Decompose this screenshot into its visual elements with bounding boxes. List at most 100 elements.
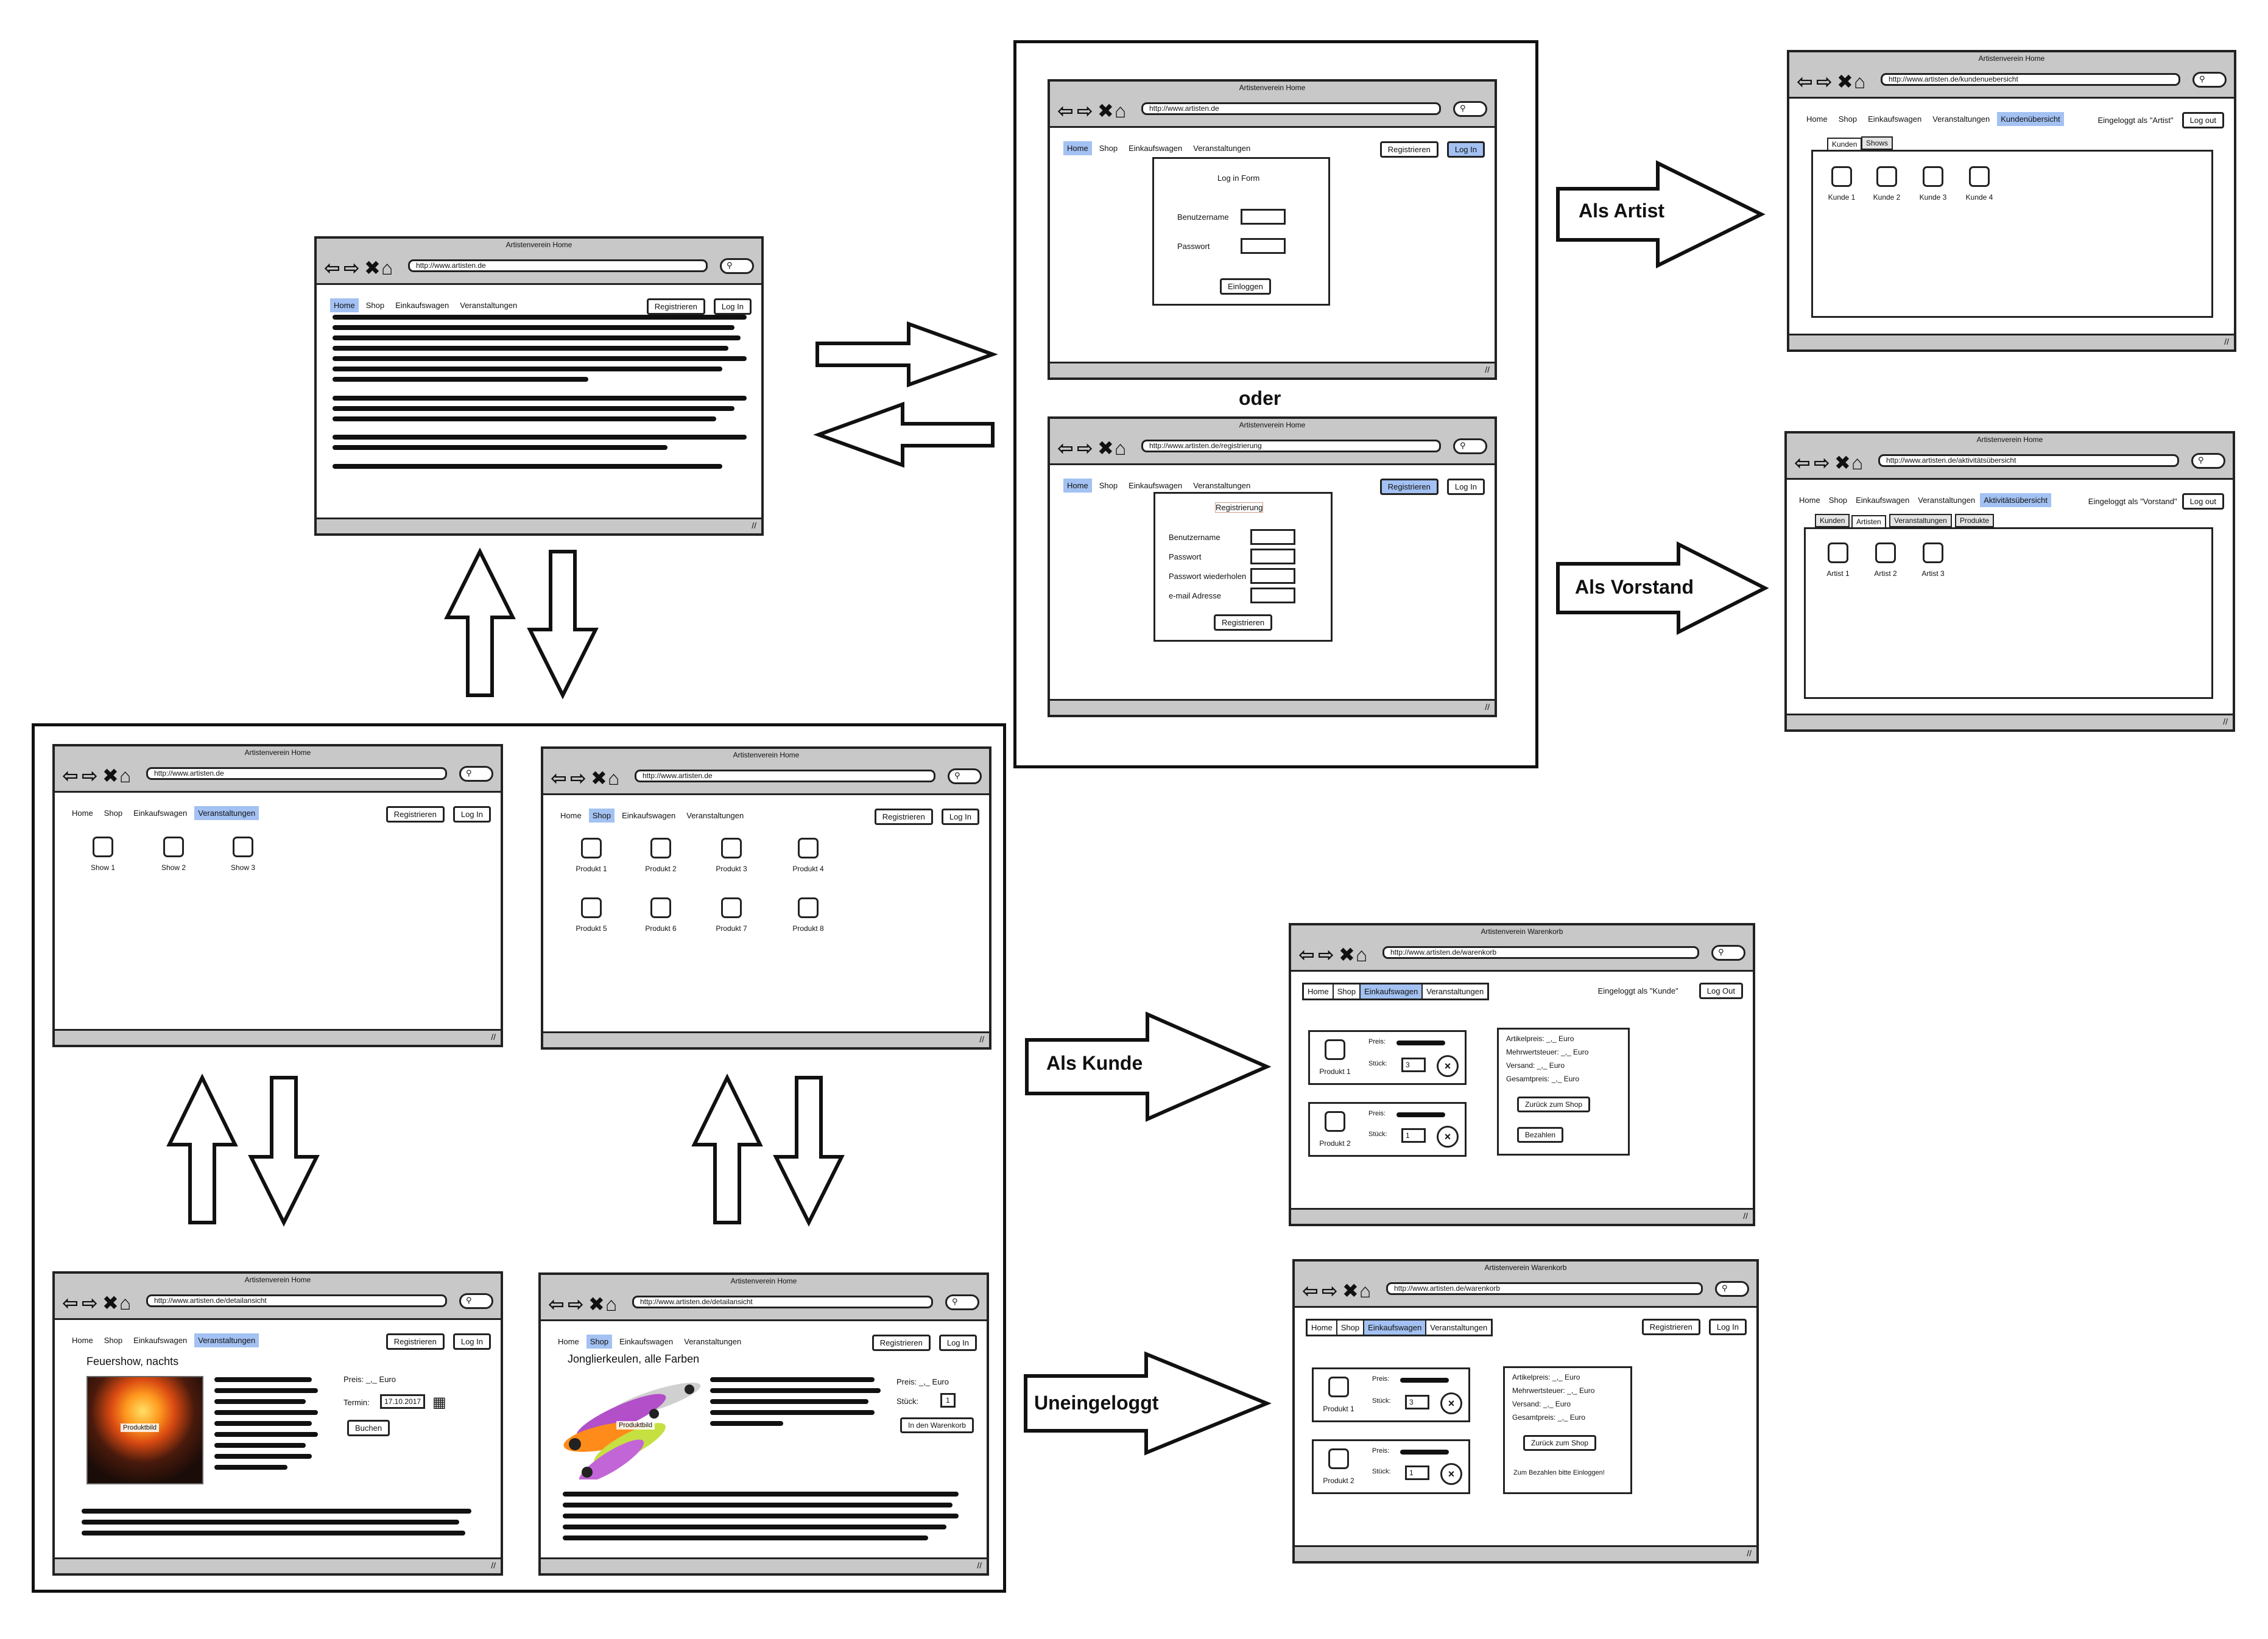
menu-activity-overview[interactable]: Aktivitätsübersicht xyxy=(1980,493,2051,507)
login-button[interactable]: Log In xyxy=(939,1335,977,1351)
calendar-icon[interactable]: ▦ xyxy=(432,1394,446,1411)
password-field[interactable] xyxy=(1241,238,1286,254)
home-icon[interactable]: ⌂ xyxy=(1851,452,1864,474)
forward-icon[interactable]: ⇨ xyxy=(1322,1280,1338,1302)
menu-home[interactable]: Home xyxy=(72,1336,93,1345)
close-icon[interactable]: ✖ xyxy=(364,257,381,279)
artist-icon[interactable] xyxy=(1828,542,1848,563)
home-icon[interactable]: ⌂ xyxy=(605,1293,618,1315)
address-bar[interactable]: http://www.artisten.de/warenkorb xyxy=(1382,946,1699,959)
register-button[interactable]: Registrieren xyxy=(872,1335,931,1351)
add-to-cart-button[interactable]: In den Warenkorb xyxy=(900,1417,974,1433)
register-button[interactable]: Registrieren xyxy=(874,809,933,825)
qty-spinner[interactable]: 1 xyxy=(1401,1128,1426,1143)
address-bar[interactable]: http://www.artisten.de/warenkorb xyxy=(1386,1282,1703,1295)
home-icon[interactable]: ⌂ xyxy=(1356,944,1368,966)
menu-shop[interactable]: Shop xyxy=(1334,984,1361,998)
register-button[interactable]: Registrieren xyxy=(386,1333,445,1350)
forward-icon[interactable]: ⇨ xyxy=(1318,944,1334,966)
back-icon[interactable]: ⇦ xyxy=(1302,1280,1319,1302)
search-icon[interactable]: ⚲ xyxy=(1711,945,1745,961)
menu-home[interactable]: Home xyxy=(1304,984,1334,998)
qty-spinner[interactable]: 3 xyxy=(1405,1395,1429,1409)
tab-customers[interactable]: Kunden xyxy=(1815,514,1850,527)
search-icon[interactable]: ⚲ xyxy=(720,258,754,274)
close-icon[interactable]: ✖ xyxy=(1834,452,1851,474)
menu-shop[interactable]: Shop xyxy=(1337,1321,1365,1335)
home-icon[interactable]: ⌂ xyxy=(1115,437,1127,459)
search-icon[interactable]: ⚲ xyxy=(2192,72,2227,88)
menu-shop[interactable]: Shop xyxy=(588,809,615,823)
email-field[interactable] xyxy=(1250,588,1295,603)
menu-home[interactable]: Home xyxy=(1799,496,1820,505)
search-icon[interactable]: ⚲ xyxy=(459,766,493,782)
remove-icon[interactable]: × xyxy=(1437,1126,1459,1148)
tab-artists[interactable]: Artisten xyxy=(1851,515,1886,528)
login-button[interactable]: Log In xyxy=(1446,479,1485,495)
remove-icon[interactable]: × xyxy=(1440,1463,1462,1485)
address-bar[interactable]: http://www.artisten.de/aktivitätsübersic… xyxy=(1878,454,2179,467)
menu-home[interactable]: Home xyxy=(558,1337,579,1346)
address-bar[interactable]: http://www.artisten.de xyxy=(408,259,708,272)
menu-events[interactable]: Veranstaltungen xyxy=(1426,987,1484,996)
forward-icon[interactable]: ⇨ xyxy=(1814,452,1830,474)
product-icon[interactable] xyxy=(721,838,742,858)
logout-button[interactable]: Log Out xyxy=(1699,983,1743,999)
menu-cart[interactable]: Einkaufswagen xyxy=(1856,496,1910,505)
forward-icon[interactable]: ⇨ xyxy=(343,257,360,279)
forward-icon[interactable]: ⇨ xyxy=(1077,437,1093,459)
menu-events[interactable]: Veranstaltungen xyxy=(1430,1323,1488,1332)
search-icon[interactable]: ⚲ xyxy=(1453,101,1487,117)
back-to-shop-button[interactable]: Zurück zum Shop xyxy=(1523,1435,1597,1451)
qty-field[interactable]: 1 xyxy=(940,1393,956,1408)
address-bar[interactable]: http://www.artisten.de/detailansicht xyxy=(632,1296,933,1308)
password-field[interactable] xyxy=(1250,549,1295,564)
forward-icon[interactable]: ⇨ xyxy=(568,1293,584,1315)
menu-events[interactable]: Veranstaltungen xyxy=(1193,481,1251,490)
back-icon[interactable]: ⇦ xyxy=(1057,100,1074,122)
product-icon[interactable] xyxy=(581,838,602,858)
tab-customers[interactable]: Kunden xyxy=(1827,138,1862,151)
address-bar[interactable]: http://www.artisten.de xyxy=(146,767,447,780)
menu-shop[interactable]: Shop xyxy=(104,1336,123,1345)
forward-icon[interactable]: ⇨ xyxy=(82,765,98,787)
menu-cart[interactable]: Einkaufswagen xyxy=(1129,144,1183,153)
product-icon[interactable] xyxy=(721,897,742,918)
home-icon[interactable]: ⌂ xyxy=(119,765,132,787)
close-icon[interactable]: ✖ xyxy=(1342,1280,1359,1302)
close-icon[interactable]: ✖ xyxy=(102,765,119,787)
menu-events[interactable]: Veranstaltungen xyxy=(686,811,744,820)
back-icon[interactable]: ⇦ xyxy=(1794,452,1811,474)
login-button[interactable]: Log In xyxy=(1708,1319,1747,1335)
login-button[interactable]: Log In xyxy=(453,1333,491,1350)
menu-shop[interactable]: Shop xyxy=(365,301,385,310)
password-repeat-field[interactable] xyxy=(1250,568,1295,584)
close-icon[interactable]: ✖ xyxy=(1837,71,1853,93)
search-icon[interactable]: ⚲ xyxy=(1715,1281,1749,1297)
menu-cart[interactable]: Einkaufswagen xyxy=(1361,984,1423,998)
menu-cart[interactable]: Einkaufswagen xyxy=(622,811,676,820)
register-button[interactable]: Registrieren xyxy=(386,806,445,823)
tab-products[interactable]: Produkte xyxy=(1955,514,1995,527)
remove-icon[interactable]: × xyxy=(1440,1392,1462,1414)
menu-cart[interactable]: Einkaufswagen xyxy=(133,1336,188,1345)
back-to-shop-button[interactable]: Zurück zum Shop xyxy=(1517,1097,1591,1112)
search-icon[interactable]: ⚲ xyxy=(948,768,982,784)
menu-shop[interactable]: Shop xyxy=(586,1335,613,1349)
menu-events[interactable]: Veranstaltungen xyxy=(194,806,259,820)
back-icon[interactable]: ⇦ xyxy=(62,1292,79,1314)
home-icon[interactable]: ⌂ xyxy=(1854,71,1866,93)
menu-shop[interactable]: Shop xyxy=(1828,496,1848,505)
close-icon[interactable]: ✖ xyxy=(102,1292,119,1314)
customer-icon[interactable] xyxy=(1969,166,1990,187)
register-submit-button[interactable]: Registrieren xyxy=(1214,614,1273,631)
register-button[interactable]: Registrieren xyxy=(646,298,705,315)
menu-shop[interactable]: Shop xyxy=(104,809,123,818)
product-icon[interactable] xyxy=(650,838,671,858)
login-button[interactable]: Log In xyxy=(1446,141,1485,158)
back-icon[interactable]: ⇦ xyxy=(548,1293,565,1315)
show-icon[interactable] xyxy=(93,837,113,857)
search-icon[interactable]: ⚲ xyxy=(1453,438,1487,454)
menu-events[interactable]: Veranstaltungen xyxy=(194,1333,259,1347)
back-icon[interactable]: ⇦ xyxy=(324,257,340,279)
